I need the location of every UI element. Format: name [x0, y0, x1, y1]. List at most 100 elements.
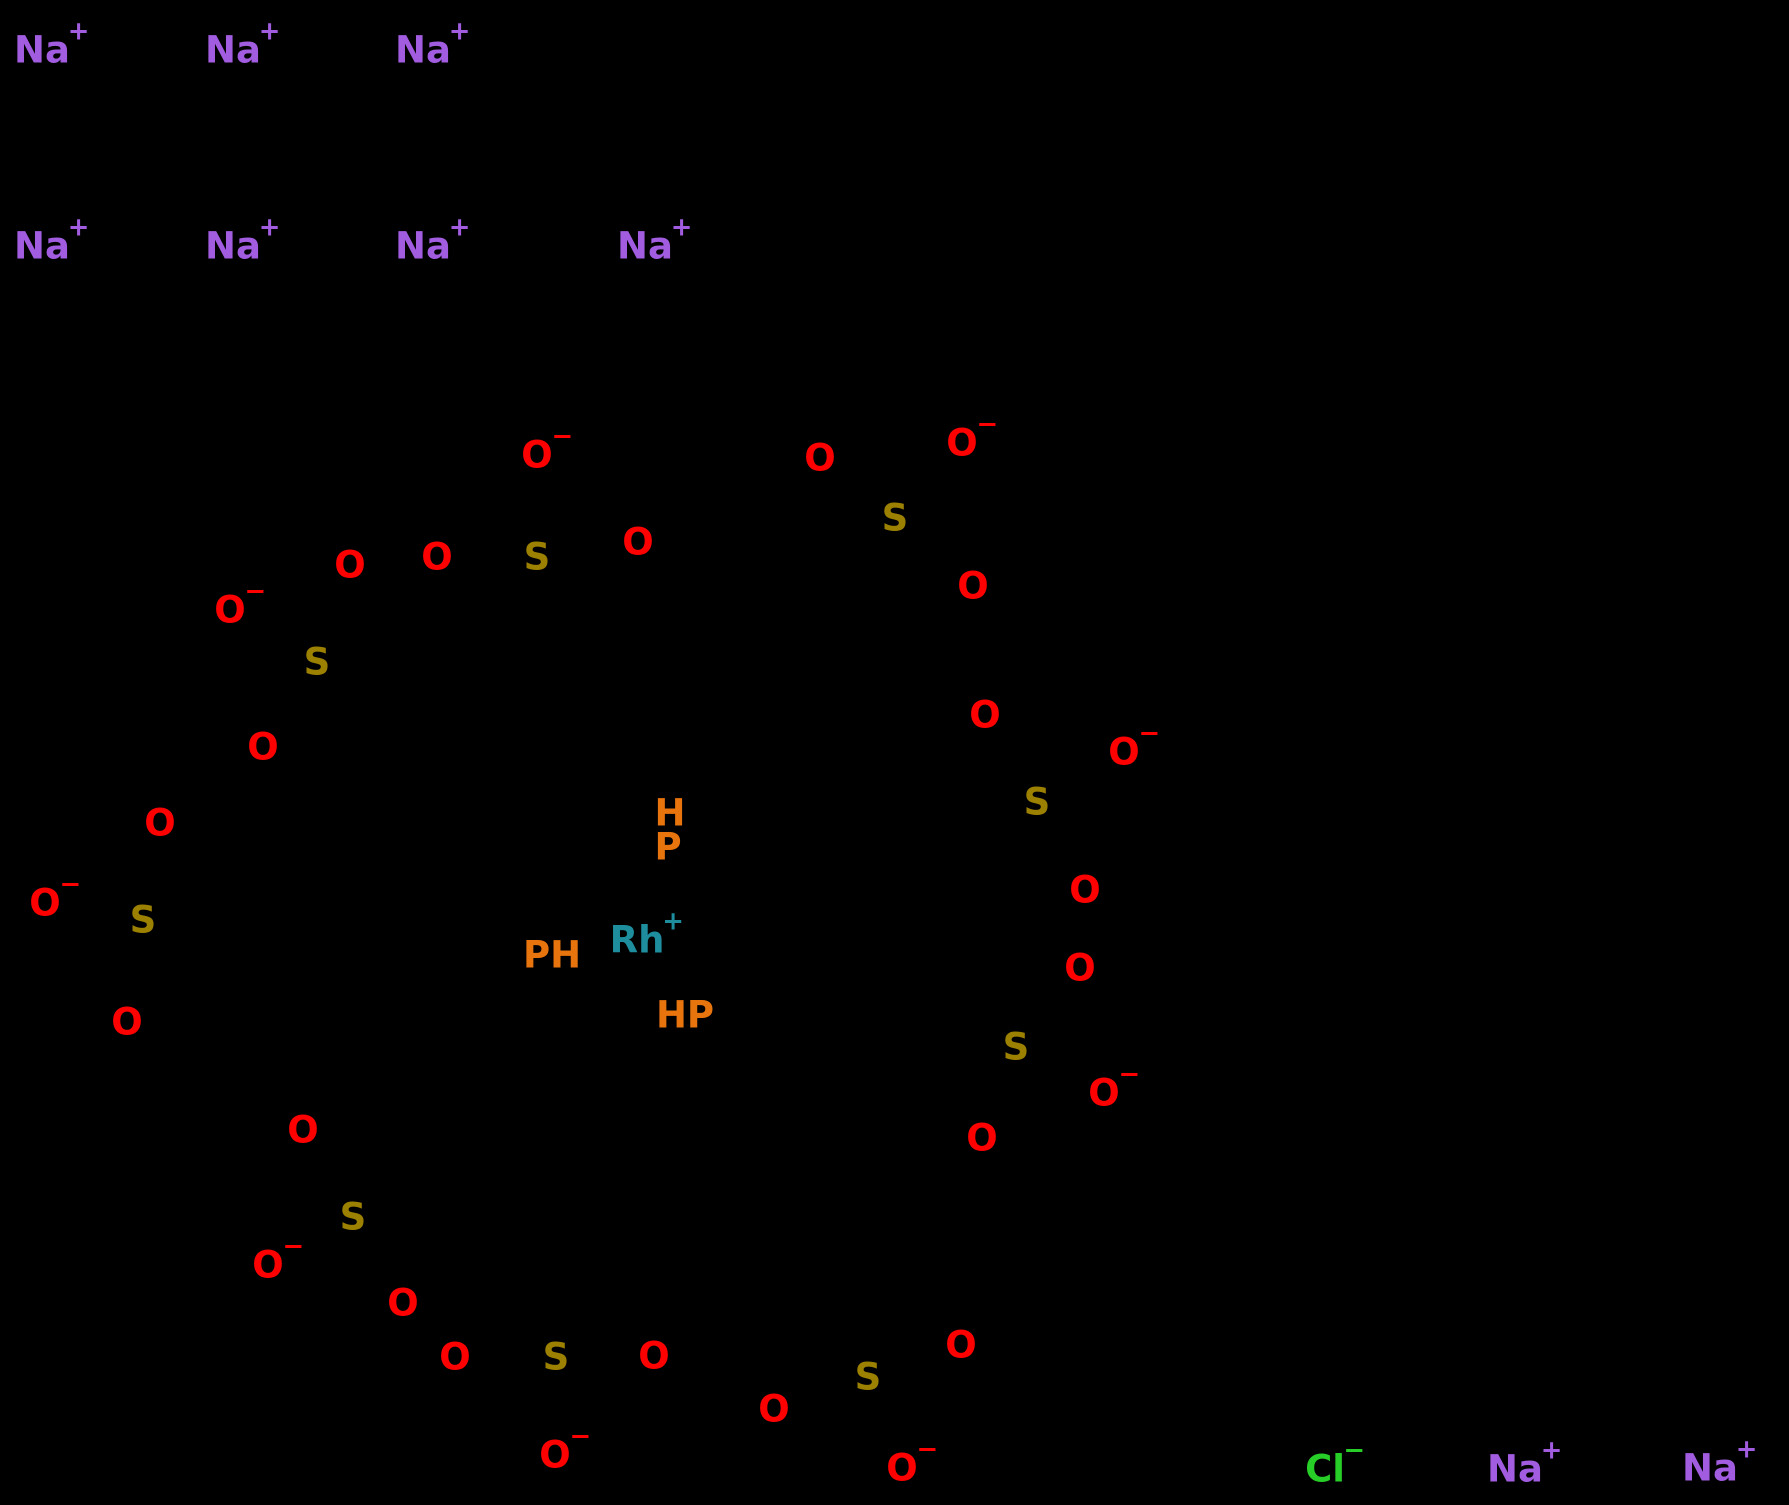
oxygen-atom-label: O [1064, 950, 1095, 987]
sodium-ion-label: Na+ [617, 214, 692, 268]
oxygen-atom-label: O [387, 1285, 418, 1322]
charge-superscript: − [282, 1231, 305, 1262]
oxygen-atom-label-text: O [1064, 946, 1096, 990]
sodium-ion-label: Na+ [395, 214, 470, 268]
sulfur-atom-label-text: S [523, 535, 551, 579]
oxygen-atom-label-text: O [421, 535, 453, 579]
oxygen-atom-label: O [758, 1391, 789, 1428]
phosphine-label-text: P [654, 825, 682, 869]
sodium-ion-label-text: Na [205, 28, 261, 72]
oxygen-anion-label: O− [252, 1233, 304, 1283]
oxygen-anion-label: O− [1108, 720, 1160, 774]
charge-superscript: − [916, 1434, 939, 1465]
sulfur-atom-label: S [340, 1199, 367, 1236]
oxygen-atom-label: O [957, 568, 988, 605]
oxygen-anion-label-text: O [539, 1433, 571, 1477]
oxygen-atom-label: O [247, 729, 278, 766]
charge-superscript: + [448, 212, 471, 243]
oxygen-atom-label-text: O [622, 520, 654, 564]
charge-superscript: + [1540, 1435, 1563, 1466]
charge-superscript: + [67, 16, 90, 47]
oxygen-atom-label-text: O [804, 436, 836, 480]
sulfur-atom-label-text: S [303, 640, 331, 684]
oxygen-atom-label-text: O [957, 564, 989, 608]
oxygen-atom-label-text: O [945, 1323, 977, 1367]
oxygen-atom-label-text: O [334, 543, 366, 587]
oxygen-anion-label-text: O [214, 588, 246, 632]
sulfur-atom-label-text: S [542, 1335, 570, 1379]
phosphine-label: H [655, 795, 686, 832]
sodium-ion-label-text: Na [395, 224, 451, 268]
sodium-ion-label: Na+ [14, 214, 89, 264]
oxygen-atom-label-text: O [758, 1387, 790, 1431]
charge-superscript: − [1343, 1435, 1366, 1466]
phosphine-label-text: H [654, 791, 686, 835]
charge-superscript: − [569, 1421, 592, 1452]
chloride-ion-label-text: Cl [1305, 1447, 1345, 1491]
charge-superscript: + [258, 212, 281, 243]
oxygen-anion-label-text: O [946, 421, 978, 465]
oxygen-atom-label-text: O [966, 1116, 998, 1160]
sodium-ion-label: Na+ [1487, 1437, 1562, 1491]
oxygen-atom-label: O [622, 524, 653, 561]
sodium-ion-label: Na+ [395, 18, 470, 72]
charge-superscript: + [448, 16, 471, 47]
sodium-ion-label-text: Na [1487, 1447, 1543, 1491]
sodium-ion-label: Na+ [205, 214, 280, 268]
oxygen-anion-label-text: O [886, 1446, 918, 1490]
oxygen-atom-label: O [1069, 872, 1100, 909]
oxygen-atom-label: O [966, 1120, 997, 1157]
rhodium-label-text: Rh [609, 918, 665, 962]
oxygen-anion-label: O− [1088, 1061, 1140, 1115]
charge-superscript: + [662, 906, 684, 937]
oxygen-anion-label-text: O [29, 881, 61, 925]
oxygen-atom-label: O [945, 1327, 976, 1364]
charge-superscript: + [258, 16, 281, 47]
sodium-ion-label: Na+ [205, 18, 280, 72]
sulfur-atom-label-text: S [1023, 780, 1051, 824]
charge-superscript: − [1138, 718, 1161, 749]
charge-superscript: − [551, 421, 574, 452]
sulfur-atom-label: S [130, 902, 157, 939]
sodium-ion-label-text: Na [1682, 1446, 1738, 1490]
oxygen-atom-label: O [287, 1112, 318, 1149]
sulfur-atom-label: S [543, 1339, 570, 1376]
sulfur-atom-label: S [855, 1359, 882, 1396]
sulfur-atom-label: S [524, 539, 551, 576]
sodium-ion-label-text: Na [205, 224, 261, 268]
oxygen-atom-label-text: O [638, 1334, 670, 1378]
oxygen-atom-label-text: O [1069, 868, 1101, 912]
phosphine-label: PH [523, 937, 581, 974]
oxygen-atom-label: O [638, 1338, 669, 1375]
oxygen-atom-label-text: O [287, 1108, 319, 1152]
sulfur-atom-label-text: S [129, 898, 157, 942]
oxygen-atom-label: O [111, 1004, 142, 1041]
phosphine-label: P [654, 829, 681, 866]
sodium-ion-label-text: Na [617, 224, 673, 268]
sulfur-atom-label: S [1024, 784, 1051, 821]
charge-superscript: − [59, 869, 82, 900]
oxygen-anion-label-text: O [1108, 730, 1140, 774]
oxygen-anion-label: O− [521, 423, 573, 473]
sodium-ion-label-text: Na [395, 28, 451, 72]
oxygen-atom-label-text: O [387, 1281, 419, 1325]
phosphine-label: HP [656, 997, 714, 1034]
oxygen-atom-label-text: O [439, 1335, 471, 1379]
oxygen-atom-label: O [969, 697, 1000, 734]
rhodium-label: Rh+ [609, 908, 684, 962]
sodium-ion-label-text: Na [14, 28, 70, 72]
sulfur-atom-label: S [304, 644, 331, 681]
oxygen-anion-label: O− [539, 1423, 591, 1477]
oxygen-atom-label-text: O [111, 1000, 143, 1044]
sulfur-atom-label: S [1003, 1029, 1030, 1066]
oxygen-anion-label: O− [886, 1436, 938, 1490]
oxygen-atom-label-text: O [144, 801, 176, 845]
charge-superscript: + [67, 212, 90, 243]
oxygen-atom-label-text: O [247, 725, 279, 769]
oxygen-anion-label-text: O [1088, 1071, 1120, 1115]
oxygen-anion-label: O− [214, 578, 266, 632]
sodium-ion-label: Na+ [14, 18, 89, 72]
oxygen-atom-label: O [804, 440, 835, 477]
oxygen-atom-label: O [439, 1339, 470, 1376]
